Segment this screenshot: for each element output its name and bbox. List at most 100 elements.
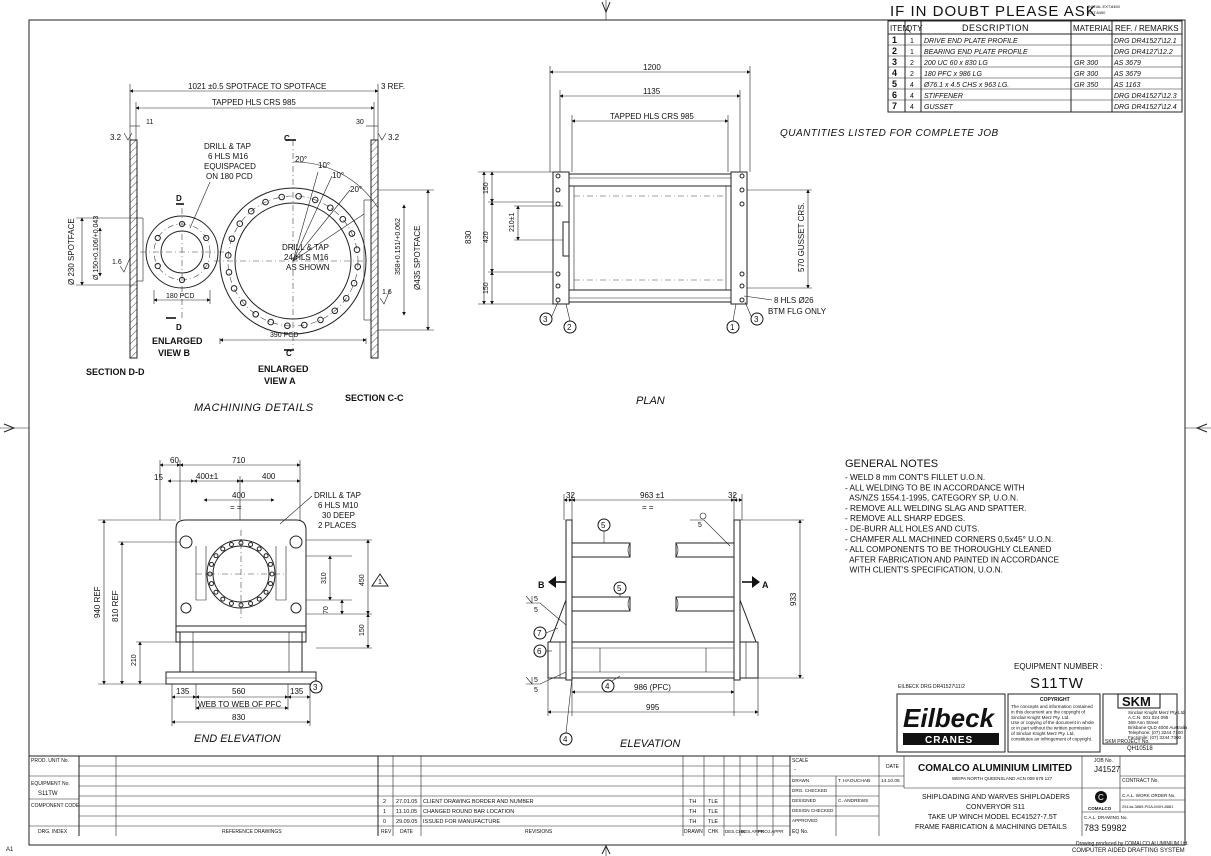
notes-line: - DE-BURR ALL HOLES AND CUTS. [845, 525, 979, 534]
bolt-hole [267, 318, 275, 326]
tb-job-no: J41527 [1094, 765, 1121, 774]
sign-label: DRG. CHECKED [792, 788, 828, 793]
bolt-hole [252, 310, 260, 318]
dim-elev-933: 933 [789, 592, 798, 606]
weld-5-low-b: 5 [534, 687, 538, 694]
dim-plan-gusset: 570 GUSSET CRS. [797, 202, 806, 272]
bolt-hole [342, 294, 350, 302]
tb-rev-h-drawn: DRAWN [684, 829, 703, 835]
bolt-hole [203, 262, 210, 270]
rev-date: 11.10.05 [396, 809, 417, 815]
tb-rev-h-desappr: DES.APPR [741, 829, 765, 834]
bom-table: ITEM QTY DESCRIPTION MATERIAL REF. / REM… [887, 20, 1183, 113]
elev-bubble-4-bottom: 4 [563, 735, 568, 744]
rev-date: 27.01.05 [396, 799, 417, 805]
sign-label: DRAWN [792, 778, 809, 783]
bolt-hole [262, 198, 269, 206]
bolt-hole [209, 561, 215, 567]
copyright-line: Use or copying of the document in whole [1011, 720, 1094, 725]
dim-3-ref: 3 REF. [381, 82, 405, 91]
view-a-line1: ENLARGED [258, 364, 309, 374]
tb-title-line2: CONVERYOR S11 [966, 804, 1025, 811]
bolt-hole [295, 192, 302, 200]
bolt-hole [278, 193, 286, 201]
comalco-logo-text: COMALCO [1088, 806, 1112, 811]
dim-dia-150: Ø 150+0.106/+0.043 [93, 216, 100, 280]
bom-row-desc: 180 PFC x 986 LG [924, 71, 983, 78]
dim-pcd-180: 180 PCD [166, 293, 194, 300]
tb-cal-work-label: C.A.L. WORK ORDER No. [1122, 793, 1176, 798]
bom-row-ref: DRG DR41527\12.4 [1114, 104, 1177, 111]
eilbeck-drawing-ref: EILBECK DRG DR41527\11\2 [898, 684, 965, 690]
angle-20-b: 20° [350, 185, 362, 194]
dim-end-135-right: 135 [290, 687, 304, 696]
dim-30: 30 [356, 119, 364, 126]
dim-end-560: 560 [232, 687, 246, 696]
bom-row-qty: 1 [910, 49, 914, 56]
bolt-hole [331, 307, 339, 315]
bolt-hole [267, 561, 273, 567]
bolt-hole [230, 285, 238, 292]
bolt-hole [353, 246, 361, 254]
sign-name: C. ANDREWS [838, 798, 868, 804]
end-elevation-view: 60 710 15 400±1 400 400 = = DRILL & TAP … [93, 456, 389, 745]
drill-b-line2: 6 HLS M16 [208, 152, 249, 161]
section-a-label: A [762, 580, 769, 590]
drill-a-line2: 24 HLS M16 [284, 253, 329, 262]
copyright-box: COPYRIGHT The concepts and information c… [1007, 693, 1101, 753]
dim-spotface-to-spotface: 1021 ±0.5 SPOTFACE TO SPOTFACE [188, 82, 326, 91]
dim-elev-32-left: 32 [566, 491, 575, 500]
notes-line: - WELD 8 mm CONT'S FILLET U.O.N. [845, 473, 985, 482]
tb-label-equipment: EQUIPMENT No. [31, 781, 70, 787]
drill-a-line3: AS SHOWN [286, 263, 330, 272]
notes-line: - ALL WELDING TO BE IN ACCORDANCE WITH [845, 483, 1025, 492]
dim-end-810-ref: 810 REF [111, 590, 120, 622]
bolt-hole [300, 321, 308, 329]
eilbeck-logo-text: Eilbeck [903, 703, 996, 733]
end-revision-triangle: 1 [378, 579, 382, 586]
dim-plan-tapped: TAPPED HLS CRS 985 [610, 112, 694, 121]
rev-checked: TLE [708, 819, 718, 825]
dim-end-940-ref: 940 REF [93, 586, 102, 618]
elev-bubble-7: 7 [537, 629, 542, 638]
bolt-hole [555, 297, 561, 303]
bolt-hole [256, 546, 262, 552]
bom-row-ref: DRG DR41527\12.3 [1114, 93, 1177, 100]
bolt-hole [228, 542, 234, 548]
int-ref-2: EXT.8450 [1088, 10, 1106, 15]
weld-5-top: 5 [698, 522, 702, 529]
bom-row-qty: 4 [910, 93, 914, 100]
tb-title-line3: TAKE UP WINCH MODEL EC41527-7.5T [928, 814, 1058, 821]
tb-rev-h-date: DATE [400, 829, 414, 835]
tb-rev-h-chk: CHK [708, 829, 719, 835]
dim-elev-32-right: 32 [728, 491, 737, 500]
bom-row-ref: AS 3679 [1113, 71, 1141, 78]
bolt-hole [739, 187, 745, 193]
dim-end-60: 60 [170, 456, 179, 465]
bolt-hole [350, 279, 358, 287]
bolt-hole [555, 271, 561, 277]
skm-address-line: Telephone: (07) 3244 7100 [1128, 730, 1183, 735]
tb-date-label: DATE [886, 764, 900, 770]
dim-end-15: 15 [154, 473, 163, 482]
dim-end-400-c: 400 [232, 491, 246, 500]
dim-end-400-b: 400 [262, 472, 276, 481]
notes-line: - ALL COMPONENTS TO BE THOROUGHLY CLEANE… [845, 545, 1051, 554]
bolt-hole [256, 596, 262, 602]
bolt-hole [220, 596, 226, 602]
bom-row-desc: STIFFENER [924, 93, 963, 100]
skm-address-line: Sinclair Knight Merz Pty Ltd [1128, 710, 1185, 715]
notes-line: - REMOVE ALL WELDING SLAG AND SPATTER. [845, 504, 1026, 513]
bolt-hole [239, 299, 247, 307]
dim-end-830: 830 [232, 713, 246, 722]
bolt-hole [555, 187, 561, 193]
angle-10-a: 10° [318, 161, 330, 170]
sign-name: T. HAOUCHAB [838, 778, 870, 784]
notes-title: GENERAL NOTES [845, 458, 938, 470]
bolt-hole [213, 589, 219, 595]
bolt-hole [247, 207, 255, 215]
bom-row-desc: BEARING END PLATE PROFILE [924, 49, 1028, 56]
